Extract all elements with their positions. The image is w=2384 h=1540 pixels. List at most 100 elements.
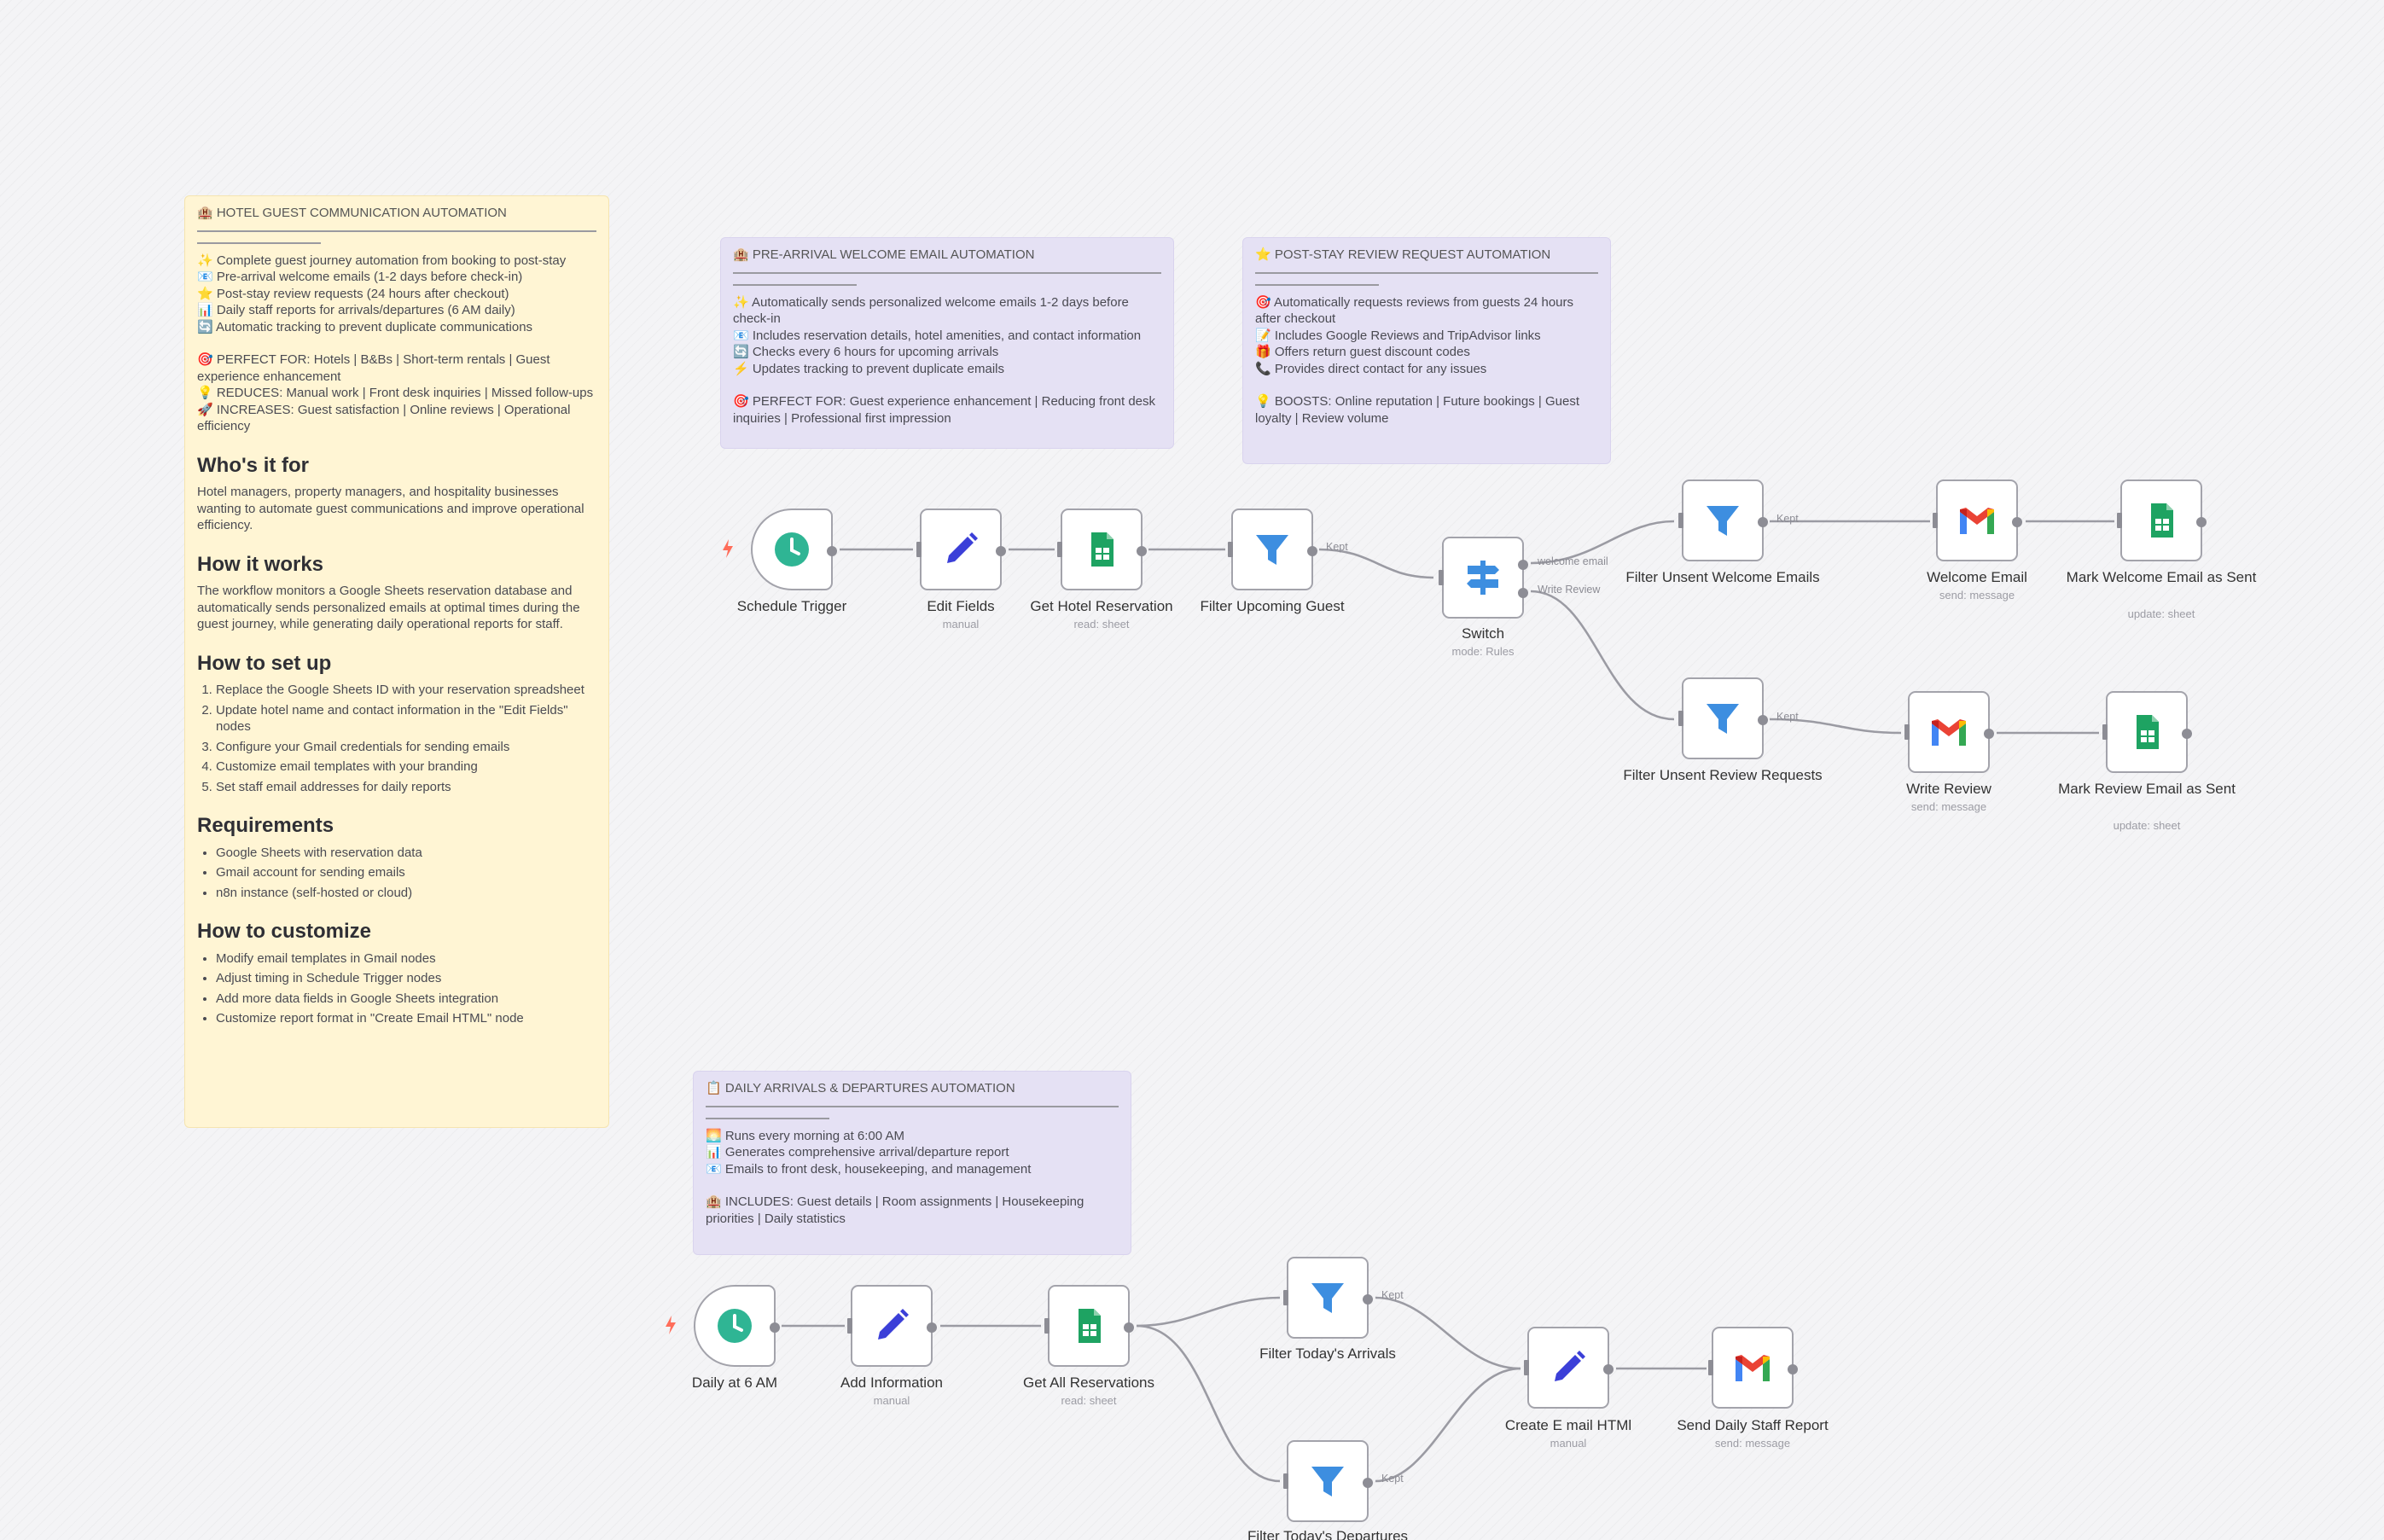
output-handle[interactable] — [2182, 729, 2192, 739]
setup-step: Configure your Gmail credentials for sen… — [216, 739, 596, 756]
setup-steps-list: Replace the Google Sheets ID with your r… — [197, 682, 596, 795]
input-handle[interactable] — [916, 542, 922, 557]
pre-arrival-line: 📧 Includes reservation details, hotel am… — [733, 328, 1142, 343]
output-handle[interactable] — [1984, 729, 1994, 739]
node-daily-6am[interactable] — [694, 1285, 780, 1367]
sticky-note-post-stay[interactable]: ⭐ POST-STAY REVIEW REQUEST AUTOMATION 🎯 … — [1242, 237, 1611, 464]
edge-label-kept: Kept — [1776, 513, 1799, 525]
node-mark-welcome-sent[interactable] — [2117, 479, 2207, 561]
node-get-hotel-reservation[interactable] — [1057, 508, 1147, 590]
reduces-line: 💡 REDUCES: Manual work | Front desk inqu… — [197, 386, 594, 400]
node-switch[interactable] — [1439, 537, 1528, 619]
input-handle[interactable] — [847, 1318, 852, 1334]
output-handle[interactable] — [1758, 517, 1768, 527]
input-handle[interactable] — [1678, 513, 1683, 528]
output-handle[interactable] — [1518, 588, 1528, 598]
feature-line: 📧 Pre-arrival welcome emails (1-2 days b… — [197, 270, 523, 284]
node-filter-upcoming-guest[interactable] — [1228, 508, 1317, 590]
google-sheets-icon — [2151, 503, 2173, 538]
node-filter-unsent-welcome[interactable] — [1678, 479, 1768, 561]
how-it-works-body: The workflow monitors a Google Sheets re… — [197, 584, 580, 631]
node-edit-fields[interactable] — [916, 508, 1006, 590]
node-label: Switch — [1461, 625, 1505, 642]
output-handle[interactable] — [1788, 1364, 1798, 1374]
sticky-note-pre-arrival[interactable]: 🏨 PRE-ARRIVAL WELCOME EMAIL AUTOMATION ✨… — [720, 237, 1174, 449]
daily-report-line: 📊 Generates comprehensive arrival/depart… — [706, 1145, 1009, 1159]
output-handle[interactable] — [996, 546, 1006, 556]
input-handle[interactable] — [1439, 570, 1444, 585]
input-handle[interactable] — [1228, 542, 1233, 557]
input-handle[interactable] — [1933, 513, 1938, 528]
requirement-item: n8n instance (self-hosted or cloud) — [216, 885, 596, 902]
input-handle[interactable] — [1057, 542, 1062, 557]
sticky-note-daily-report[interactable]: 📋 DAILY ARRIVALS & DEPARTURES AUTOMATION… — [693, 1071, 1131, 1255]
node-filter-departures[interactable] — [1283, 1440, 1373, 1522]
node-send-daily-staff-report[interactable] — [1708, 1327, 1798, 1409]
output-handle[interactable] — [1307, 546, 1317, 556]
node-label: Filter Unsent Welcome Emails — [1625, 569, 1820, 585]
feature-line: ⭐ Post-stay review requests (24 hours af… — [197, 286, 509, 301]
input-handle[interactable] — [1283, 1290, 1288, 1305]
node-write-review[interactable] — [1904, 691, 1994, 773]
how-it-works-heading: How it works — [197, 552, 324, 576]
output-handle[interactable] — [1758, 715, 1768, 725]
output-handle[interactable] — [1518, 560, 1528, 570]
node-label: Daily at 6 AM — [691, 1374, 778, 1391]
output-handle[interactable] — [1363, 1478, 1373, 1488]
output-handle[interactable] — [827, 546, 837, 556]
output-handle[interactable] — [1603, 1364, 1614, 1374]
node-get-all-reservations[interactable] — [1044, 1285, 1134, 1367]
wire-filter-to-switch — [1318, 548, 1434, 579]
output-handle[interactable] — [1137, 546, 1147, 556]
node-create-email-html[interactable] — [1524, 1327, 1614, 1409]
node-label: Edit Fields — [927, 598, 995, 614]
gmail-icon — [1960, 508, 1994, 534]
gmail-icon — [1932, 719, 1966, 746]
customize-item: Customize report format in "Create Email… — [216, 1010, 596, 1027]
node-mark-review-sent[interactable] — [2102, 691, 2192, 773]
pre-arrival-title: 🏨 PRE-ARRIVAL WELCOME EMAIL AUTOMATION — [733, 247, 1035, 262]
output-handle[interactable] — [1363, 1294, 1373, 1305]
input-handle[interactable] — [1044, 1318, 1050, 1334]
requirements-heading: Requirements — [197, 814, 334, 837]
output-handle[interactable] — [770, 1322, 780, 1333]
input-handle[interactable] — [1524, 1360, 1529, 1375]
node-schedule-trigger[interactable] — [751, 508, 837, 590]
feature-line: ✨ Complete guest journey automation from… — [197, 253, 567, 268]
node-filter-arrivals[interactable] — [1283, 1257, 1373, 1339]
input-handle[interactable] — [1283, 1473, 1288, 1489]
divider — [706, 1105, 1119, 1107]
post-stay-footer: 💡 BOOSTS: Online reputation | Future boo… — [1255, 394, 1579, 426]
input-handle[interactable] — [2117, 513, 2122, 528]
input-handle[interactable] — [1708, 1360, 1713, 1375]
divider-short — [197, 241, 321, 244]
post-stay-line: 🎯 Automatically requests reviews from gu… — [1255, 294, 1574, 327]
clock-icon — [775, 532, 809, 567]
node-label: Send Daily Staff Report — [1677, 1417, 1829, 1433]
input-handle[interactable] — [1678, 711, 1683, 726]
node-subtitle: update: sheet — [2127, 607, 2195, 620]
node-welcome-email[interactable] — [1933, 479, 2022, 561]
output-handle[interactable] — [2196, 517, 2207, 527]
requirements-list: Google Sheets with reservation data Gmai… — [197, 845, 596, 902]
output-handle[interactable] — [1124, 1322, 1134, 1333]
google-sheets-icon — [2137, 715, 2159, 749]
output-handle[interactable] — [2012, 517, 2022, 527]
filter-icon — [1256, 535, 1288, 565]
google-sheets-icon — [1091, 532, 1114, 567]
input-handle[interactable] — [2102, 724, 2108, 740]
sticky-note-overview[interactable]: 🏨 HOTEL GUEST COMMUNICATION AUTOMATION ✨… — [184, 195, 609, 1128]
node-filter-unsent-review[interactable] — [1678, 677, 1768, 759]
perfect-for-line: 🎯 PERFECT FOR: Hotels | B&Bs | Short-ter… — [197, 352, 550, 384]
feature-line: 🔄 Automatic tracking to prevent duplicat… — [197, 319, 533, 334]
output-handle[interactable] — [927, 1322, 937, 1333]
node-subtitle: mode: Rules — [1451, 645, 1515, 658]
node-subtitle: update: sheet — [2113, 819, 2181, 832]
pre-arrival-footer: 🎯 PERFECT FOR: Guest experience enhancem… — [733, 394, 1156, 426]
pre-arrival-line: ✨ Automatically sends personalized welco… — [733, 294, 1129, 327]
clock-icon — [718, 1309, 752, 1343]
node-add-information[interactable] — [847, 1285, 937, 1367]
edge-label-write-review: Write Review — [1538, 584, 1601, 596]
input-handle[interactable] — [1904, 724, 1910, 740]
